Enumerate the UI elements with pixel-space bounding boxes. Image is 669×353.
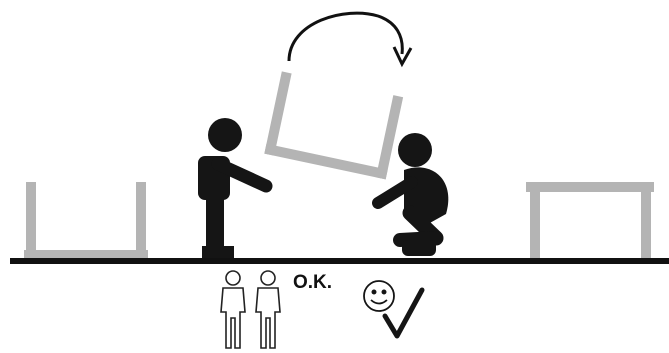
smiley-face-icon bbox=[364, 281, 394, 311]
floor-line bbox=[10, 258, 669, 264]
checkmark-icon bbox=[385, 290, 422, 336]
person-outline-icon bbox=[256, 271, 280, 348]
upside-down-table bbox=[24, 182, 148, 258]
standing-person bbox=[198, 118, 266, 258]
ok-label: O.K. bbox=[293, 272, 332, 294]
curved-rotation-arrow-icon bbox=[289, 13, 411, 64]
upright-table bbox=[526, 182, 654, 258]
flipping-table bbox=[264, 71, 403, 179]
person-outline-icon bbox=[221, 271, 245, 348]
